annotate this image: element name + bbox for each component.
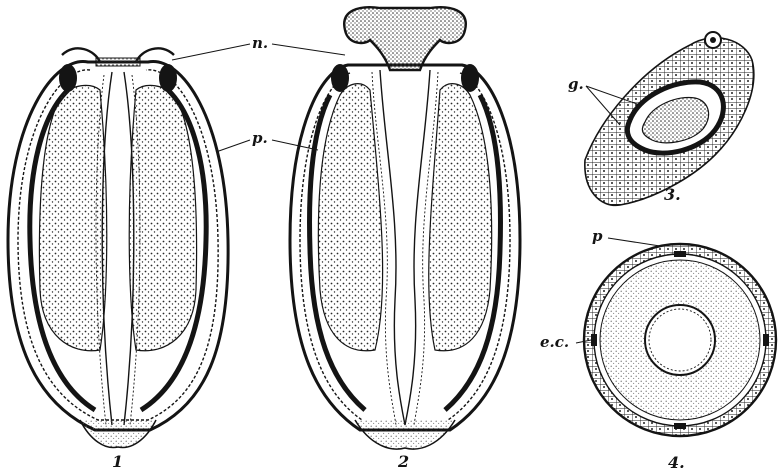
figure-number-4: 4. (668, 455, 685, 471)
label-ec: e.c. (540, 335, 569, 350)
figure-4-drawing (576, 238, 776, 436)
label-g: g. (568, 77, 584, 92)
figure-number-1: 1 (112, 454, 123, 470)
label-p-fig4: p (592, 229, 603, 244)
figure-2-drawing (272, 7, 520, 449)
figure-1-drawing (8, 44, 250, 448)
fig2-cap (344, 7, 466, 70)
label-p-fig1-2: p. (252, 131, 268, 146)
figure-number-2: 2 (398, 454, 409, 470)
figure-3-drawing (585, 32, 754, 205)
figure-number-3: 3. (664, 187, 681, 203)
label-n: n. (252, 36, 268, 51)
fig4-central-cavity (645, 305, 715, 375)
